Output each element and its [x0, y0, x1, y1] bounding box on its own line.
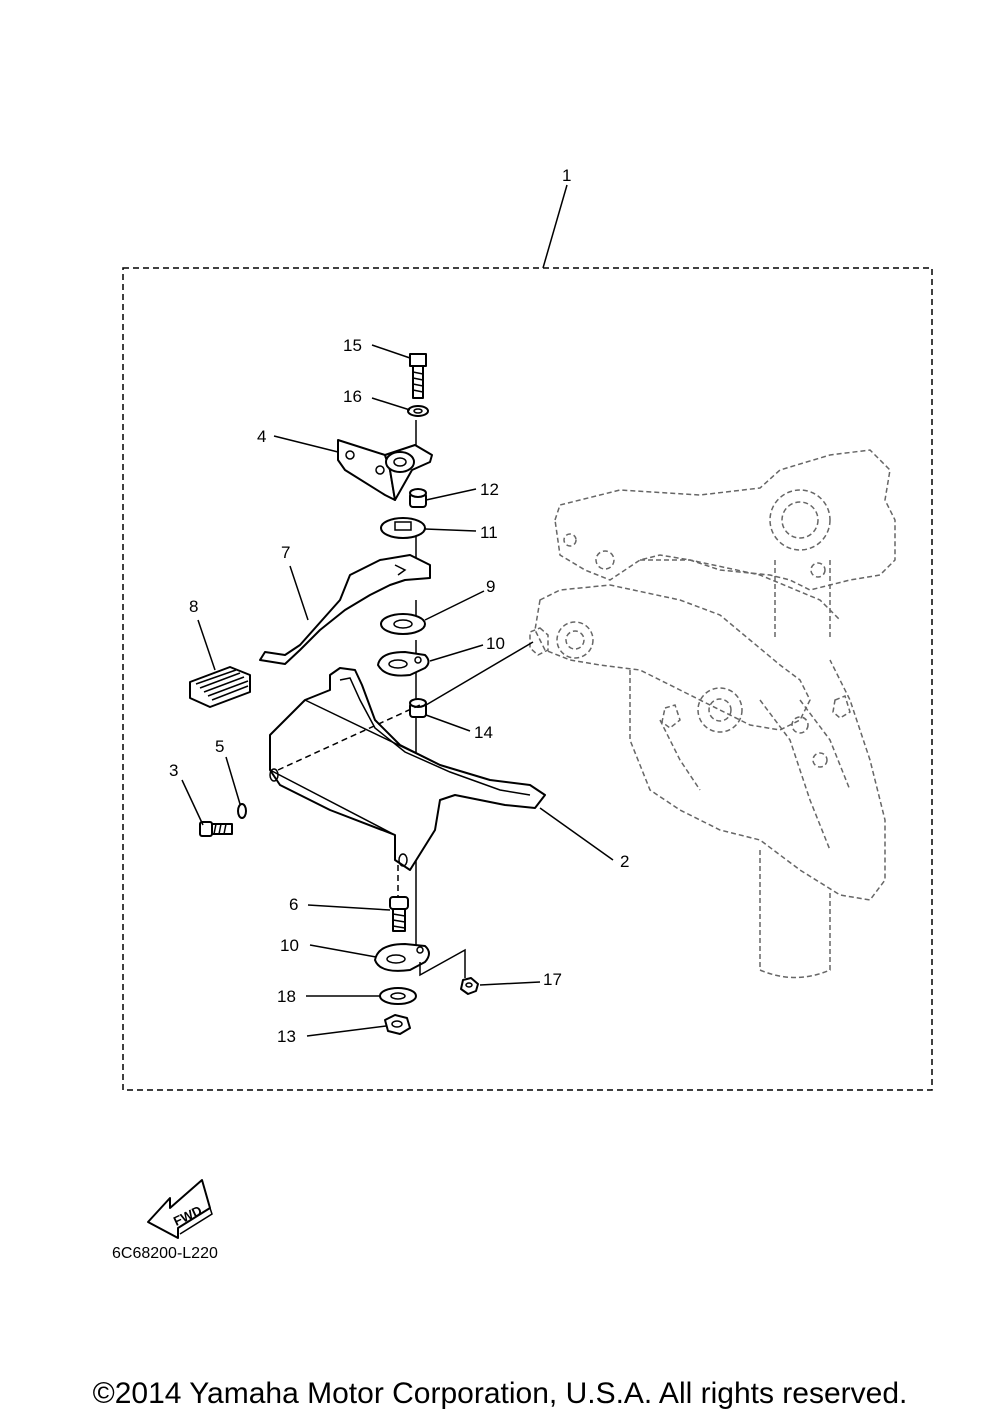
fwd-arrow-icon: FWD — [147, 1179, 213, 1239]
part-17-link-line — [419, 948, 466, 978]
part-5-washer — [237, 803, 247, 819]
part-10-lower-plate — [374, 943, 430, 972]
part-14-link-line — [425, 641, 534, 706]
part-6-bolt — [389, 896, 409, 932]
label-18: 18 — [277, 987, 296, 1006]
label-11: 11 — [480, 523, 498, 542]
label-9: 9 — [486, 577, 495, 596]
part-12-collar — [409, 488, 427, 508]
label-4: 4 — [257, 427, 266, 446]
part-13-nut — [384, 1014, 411, 1035]
label-10-lower: 10 — [280, 936, 299, 955]
label-16: 16 — [343, 387, 362, 406]
label-8: 8 — [189, 597, 198, 616]
part-4-bracket — [337, 439, 433, 501]
label-12: 12 — [480, 480, 499, 499]
part-14-collar — [409, 698, 427, 718]
label-15: 15 — [343, 336, 362, 355]
label-2: 2 — [620, 852, 629, 871]
label-14: 14 — [474, 723, 493, 742]
copyright-notice: ©2014 Yamaha Motor Corporation, U.S.A. A… — [92, 1377, 908, 1410]
part-3-bolt — [199, 821, 233, 837]
part-16-washer — [407, 405, 429, 417]
outboard-bracket-ghost — [529, 449, 896, 979]
label-5: 5 — [215, 737, 224, 756]
label-7: 7 — [281, 543, 290, 562]
part-18-washer — [379, 987, 417, 1005]
part-8-grip-pad — [189, 666, 251, 708]
part-3-axis-hidden — [277, 704, 421, 771]
part-2-friction-plate — [269, 667, 546, 871]
callout-labels: 1 15 16 4 12 11 7 9 8 10 14 5 3 2 6 10 1… — [169, 166, 629, 1046]
label-1: 1 — [562, 166, 571, 185]
part-15-bolt — [409, 353, 427, 399]
label-6: 6 — [289, 895, 298, 914]
assembly-boundary — [122, 267, 933, 1091]
label-10-upper: 10 — [486, 634, 505, 653]
part-10-upper-plate — [377, 651, 430, 677]
part-11-washer — [380, 517, 426, 539]
part-17-nut — [460, 977, 479, 995]
part-7-lever — [259, 554, 431, 665]
catalog-code: 6C68200-L220 — [112, 1245, 218, 1262]
label-17: 17 — [543, 970, 562, 989]
part-9-washer — [380, 613, 426, 635]
leader-lines — [181, 184, 614, 1037]
label-3: 3 — [169, 761, 178, 780]
label-13: 13 — [277, 1027, 296, 1046]
